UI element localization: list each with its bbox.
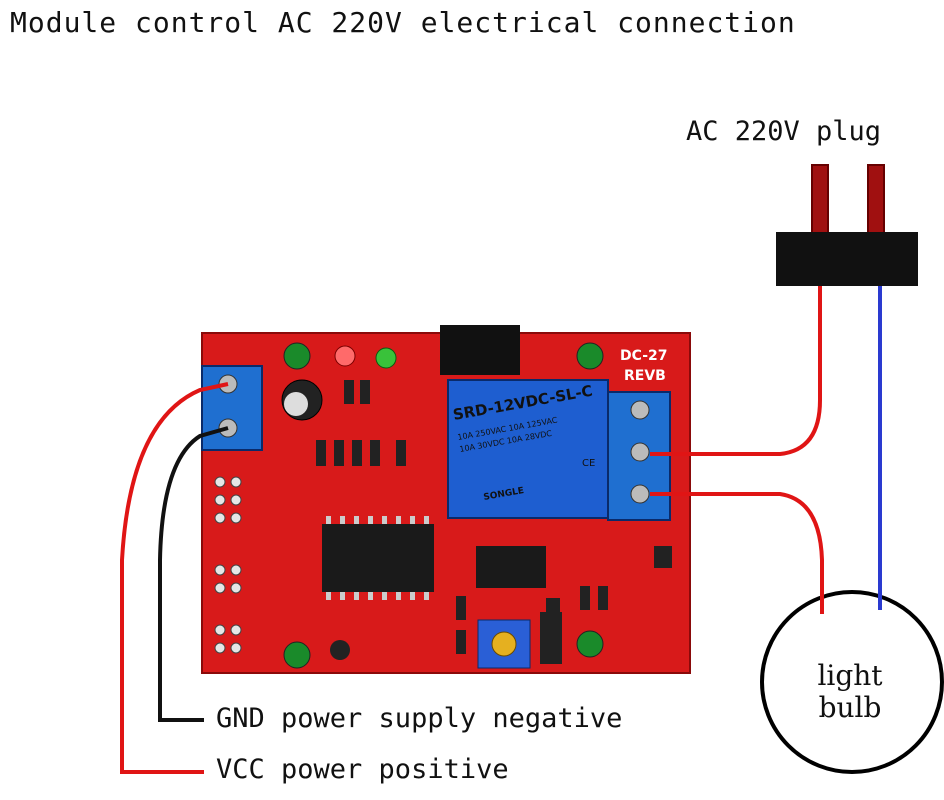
small-capacitor: [330, 640, 350, 660]
plug-label: AC 220V plug: [686, 116, 882, 147]
secondary-ic: [476, 546, 546, 588]
gnd-callout: GND power supply negative: [216, 703, 623, 734]
wire-gnd: [158, 426, 229, 722]
top-connector: [440, 325, 520, 375]
capacitor-top: [284, 392, 308, 416]
relay: [447, 379, 609, 519]
terminal-screw: [630, 400, 650, 420]
ac-plug: [776, 164, 918, 286]
plug-body: [776, 232, 918, 286]
wire-vcc: [120, 382, 229, 774]
terminal-screw: [630, 442, 650, 462]
led-red: [334, 345, 356, 367]
potentiometer-knob: [491, 631, 517, 657]
light-bulb-label: light bulb: [790, 660, 910, 724]
silkscreen-model: DC-27: [620, 348, 668, 364]
vcc-callout: VCC power positive: [216, 754, 509, 785]
wire-relay-to-bulb: [650, 492, 824, 614]
wire-plug-to-relay: [650, 286, 822, 456]
diagram-title: Module control AC 220V electrical connec…: [10, 6, 796, 39]
main-ic: [322, 524, 434, 592]
light-bulb: [760, 590, 944, 774]
mount-hole: [576, 630, 604, 658]
relay-cert-mark: CE: [582, 458, 595, 469]
light-bulb-label-line2: bulb: [818, 691, 882, 724]
diode: [540, 612, 562, 664]
mount-hole: [283, 342, 311, 370]
mount-hole: [576, 342, 604, 370]
light-bulb-label-line1: light: [817, 659, 883, 692]
terminal-screw: [630, 484, 650, 504]
silkscreen-rev: REVB: [624, 368, 666, 384]
mount-hole: [283, 641, 311, 669]
relay-module-board: [201, 325, 691, 674]
led-green: [375, 347, 397, 369]
